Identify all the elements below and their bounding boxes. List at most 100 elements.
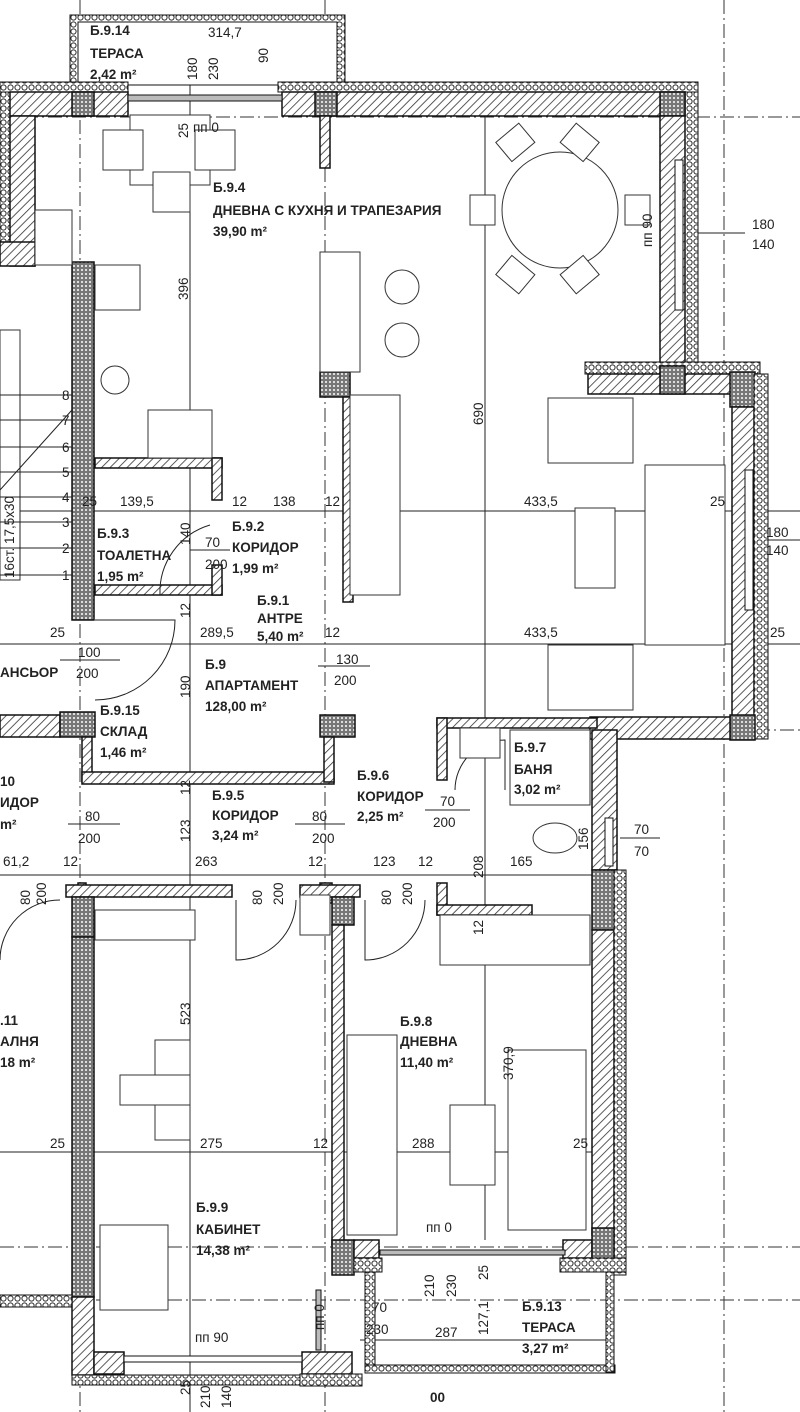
room-name: ТОАЛЕТНА	[97, 548, 171, 563]
room-b9-3-toilet: Б.9.3 ТОАЛЕТНА 1,95 m²	[97, 526, 171, 584]
dim-label: 12	[178, 780, 193, 795]
room-code: Б.9.13	[522, 1299, 562, 1314]
dim-label: 210	[422, 1274, 437, 1297]
room-name: АПАРТАМЕНТ	[205, 678, 299, 693]
room-b9-7-bathroom: Б.9.7 БАНЯ 3,02 m²	[514, 740, 561, 797]
furniture	[0, 114, 726, 1311]
dim-label: пп 0	[193, 120, 219, 135]
door-swings	[0, 524, 506, 961]
room-b9-2-corridor: Б.9.2 КОРИДОР 1,99 m²	[232, 519, 299, 576]
room-code: Б.9.4	[213, 180, 246, 195]
room-code: Б.9.6	[357, 768, 390, 783]
dim-label: 80	[85, 809, 100, 824]
room-name: ТЕРАСА	[522, 1320, 576, 1335]
dim-label: 123	[178, 819, 193, 842]
dim-label: 138	[273, 494, 296, 509]
dim-label: 70	[634, 822, 649, 837]
partial-label: 00	[430, 1390, 445, 1405]
dim-label: 25	[50, 625, 65, 640]
room-area: 3,27 m²	[522, 1341, 569, 1356]
room-area: 14,38 m²	[196, 1243, 251, 1258]
room-b9-8-living: Б.9.8 ДНЕВНА 11,40 m²	[400, 1014, 458, 1070]
room-area: 5,40 m²	[257, 629, 304, 644]
dim-label: 100	[78, 645, 101, 660]
dim-label: 263	[195, 854, 218, 869]
dim-label: 180	[766, 525, 789, 540]
partial-label: ИДОР	[0, 795, 39, 810]
room-code: Б.9.7	[514, 740, 546, 755]
dining-table	[501, 151, 619, 269]
dim-label: 180	[185, 57, 200, 80]
room-area: 1,99 m²	[232, 561, 279, 576]
dim-label: 210	[198, 1385, 213, 1408]
dim-label: 70	[634, 844, 649, 859]
room-code: Б.9.14	[90, 23, 130, 38]
dim-label: 433,5	[524, 625, 558, 640]
dim-label: 25	[573, 1136, 588, 1151]
dim-label: 200	[334, 673, 357, 688]
dim-label: 523	[178, 1002, 193, 1025]
dim-label: 208	[471, 855, 486, 878]
partial-label: 10	[0, 774, 15, 789]
dim-label: 140	[219, 1385, 234, 1408]
dim-label: 200	[78, 831, 101, 846]
dim-label: 200	[400, 882, 415, 905]
partial-label: АЛНЯ	[0, 1034, 39, 1049]
room-b9-4-living-kitchen: Б.9.4 ДНЕВНА С КУХНЯ И ТРАПЕЗАРИЯ 39,90 …	[213, 180, 441, 239]
room-b9-6-corridor: Б.9.6 КОРИДОР 2,25 m²	[357, 768, 424, 824]
dim-label: 200	[76, 666, 99, 681]
room-name: КАБИНЕТ	[196, 1222, 261, 1237]
dim-label: 12	[325, 625, 340, 640]
dimension-labels: 314,7 180 230 90 25 пп 0 396 пп 90 180 1…	[3, 25, 789, 1408]
dim-label: 200	[312, 831, 335, 846]
dim-label: 12	[313, 1136, 328, 1151]
stair-step-number: 4	[62, 490, 70, 505]
room-b9-15-storage: Б.9.15 СКЛАД 1,46 m²	[100, 703, 148, 760]
dim-label: 200	[433, 815, 456, 830]
room-name: АНТРЕ	[257, 611, 303, 626]
dim-label: 12	[63, 854, 78, 869]
dim-label: 123	[373, 854, 396, 869]
dim-label: 288	[412, 1136, 435, 1151]
room-name: КОРИДОР	[212, 808, 279, 823]
room-area: 128,00 m²	[205, 699, 267, 714]
dim-label: 433,5	[524, 494, 558, 509]
dim-label: пп 0	[426, 1220, 452, 1235]
dim-label: 200	[34, 882, 49, 905]
windows	[123, 94, 754, 1363]
dim-label: 12	[325, 494, 340, 509]
room-code: Б.9.5	[212, 788, 245, 803]
stair-step-number: 1	[62, 568, 70, 583]
stair-step-number: 8	[62, 388, 70, 403]
partial-label: 18 m²	[0, 1055, 36, 1070]
room-area: 1,95 m²	[97, 569, 144, 584]
dim-label: 12	[471, 920, 486, 935]
room-name: БАНЯ	[514, 762, 552, 777]
dim-label: 25	[178, 1380, 193, 1395]
room-b9-5-corridor: Б.9.5 КОРИДОР 3,24 m²	[212, 788, 279, 843]
dim-label: 80	[312, 809, 327, 824]
dim-label: пп 0	[312, 1304, 327, 1330]
dim-label: 287	[435, 1325, 458, 1340]
room-code: Б.9.3	[97, 526, 130, 541]
room-code: Б.9	[205, 657, 226, 672]
dim-label: 80	[250, 890, 265, 905]
dim-label: 70	[440, 794, 455, 809]
dim-label: 12	[308, 854, 323, 869]
room-code: Б.9.1	[257, 593, 290, 608]
room-name: СКЛАД	[100, 724, 148, 739]
dim-label: 25	[710, 494, 725, 509]
room-area: 3,02 m²	[514, 782, 561, 797]
stair-step-number: 5	[62, 465, 70, 480]
dim-label: 140	[752, 237, 775, 252]
room-area: 2,25 m²	[357, 809, 404, 824]
dim-label: 80	[379, 890, 394, 905]
dim-label: 127,1	[476, 1301, 491, 1335]
dim-label: пп 90	[195, 1330, 228, 1345]
room-b9-14-terrace: Б.9.14 ТЕРАСА 2,42 m²	[90, 23, 144, 82]
room-b9-1-entrance: Б.9.1 АНТРЕ 5,40 m²	[257, 593, 304, 644]
stair-label: 16ст. 17,5x30	[2, 496, 17, 578]
stairs: 1 2 3 4 5 6 7 8 16ст. 17,5x30	[0, 360, 73, 583]
dim-label: 230	[444, 1274, 459, 1297]
walls	[0, 14, 769, 1387]
